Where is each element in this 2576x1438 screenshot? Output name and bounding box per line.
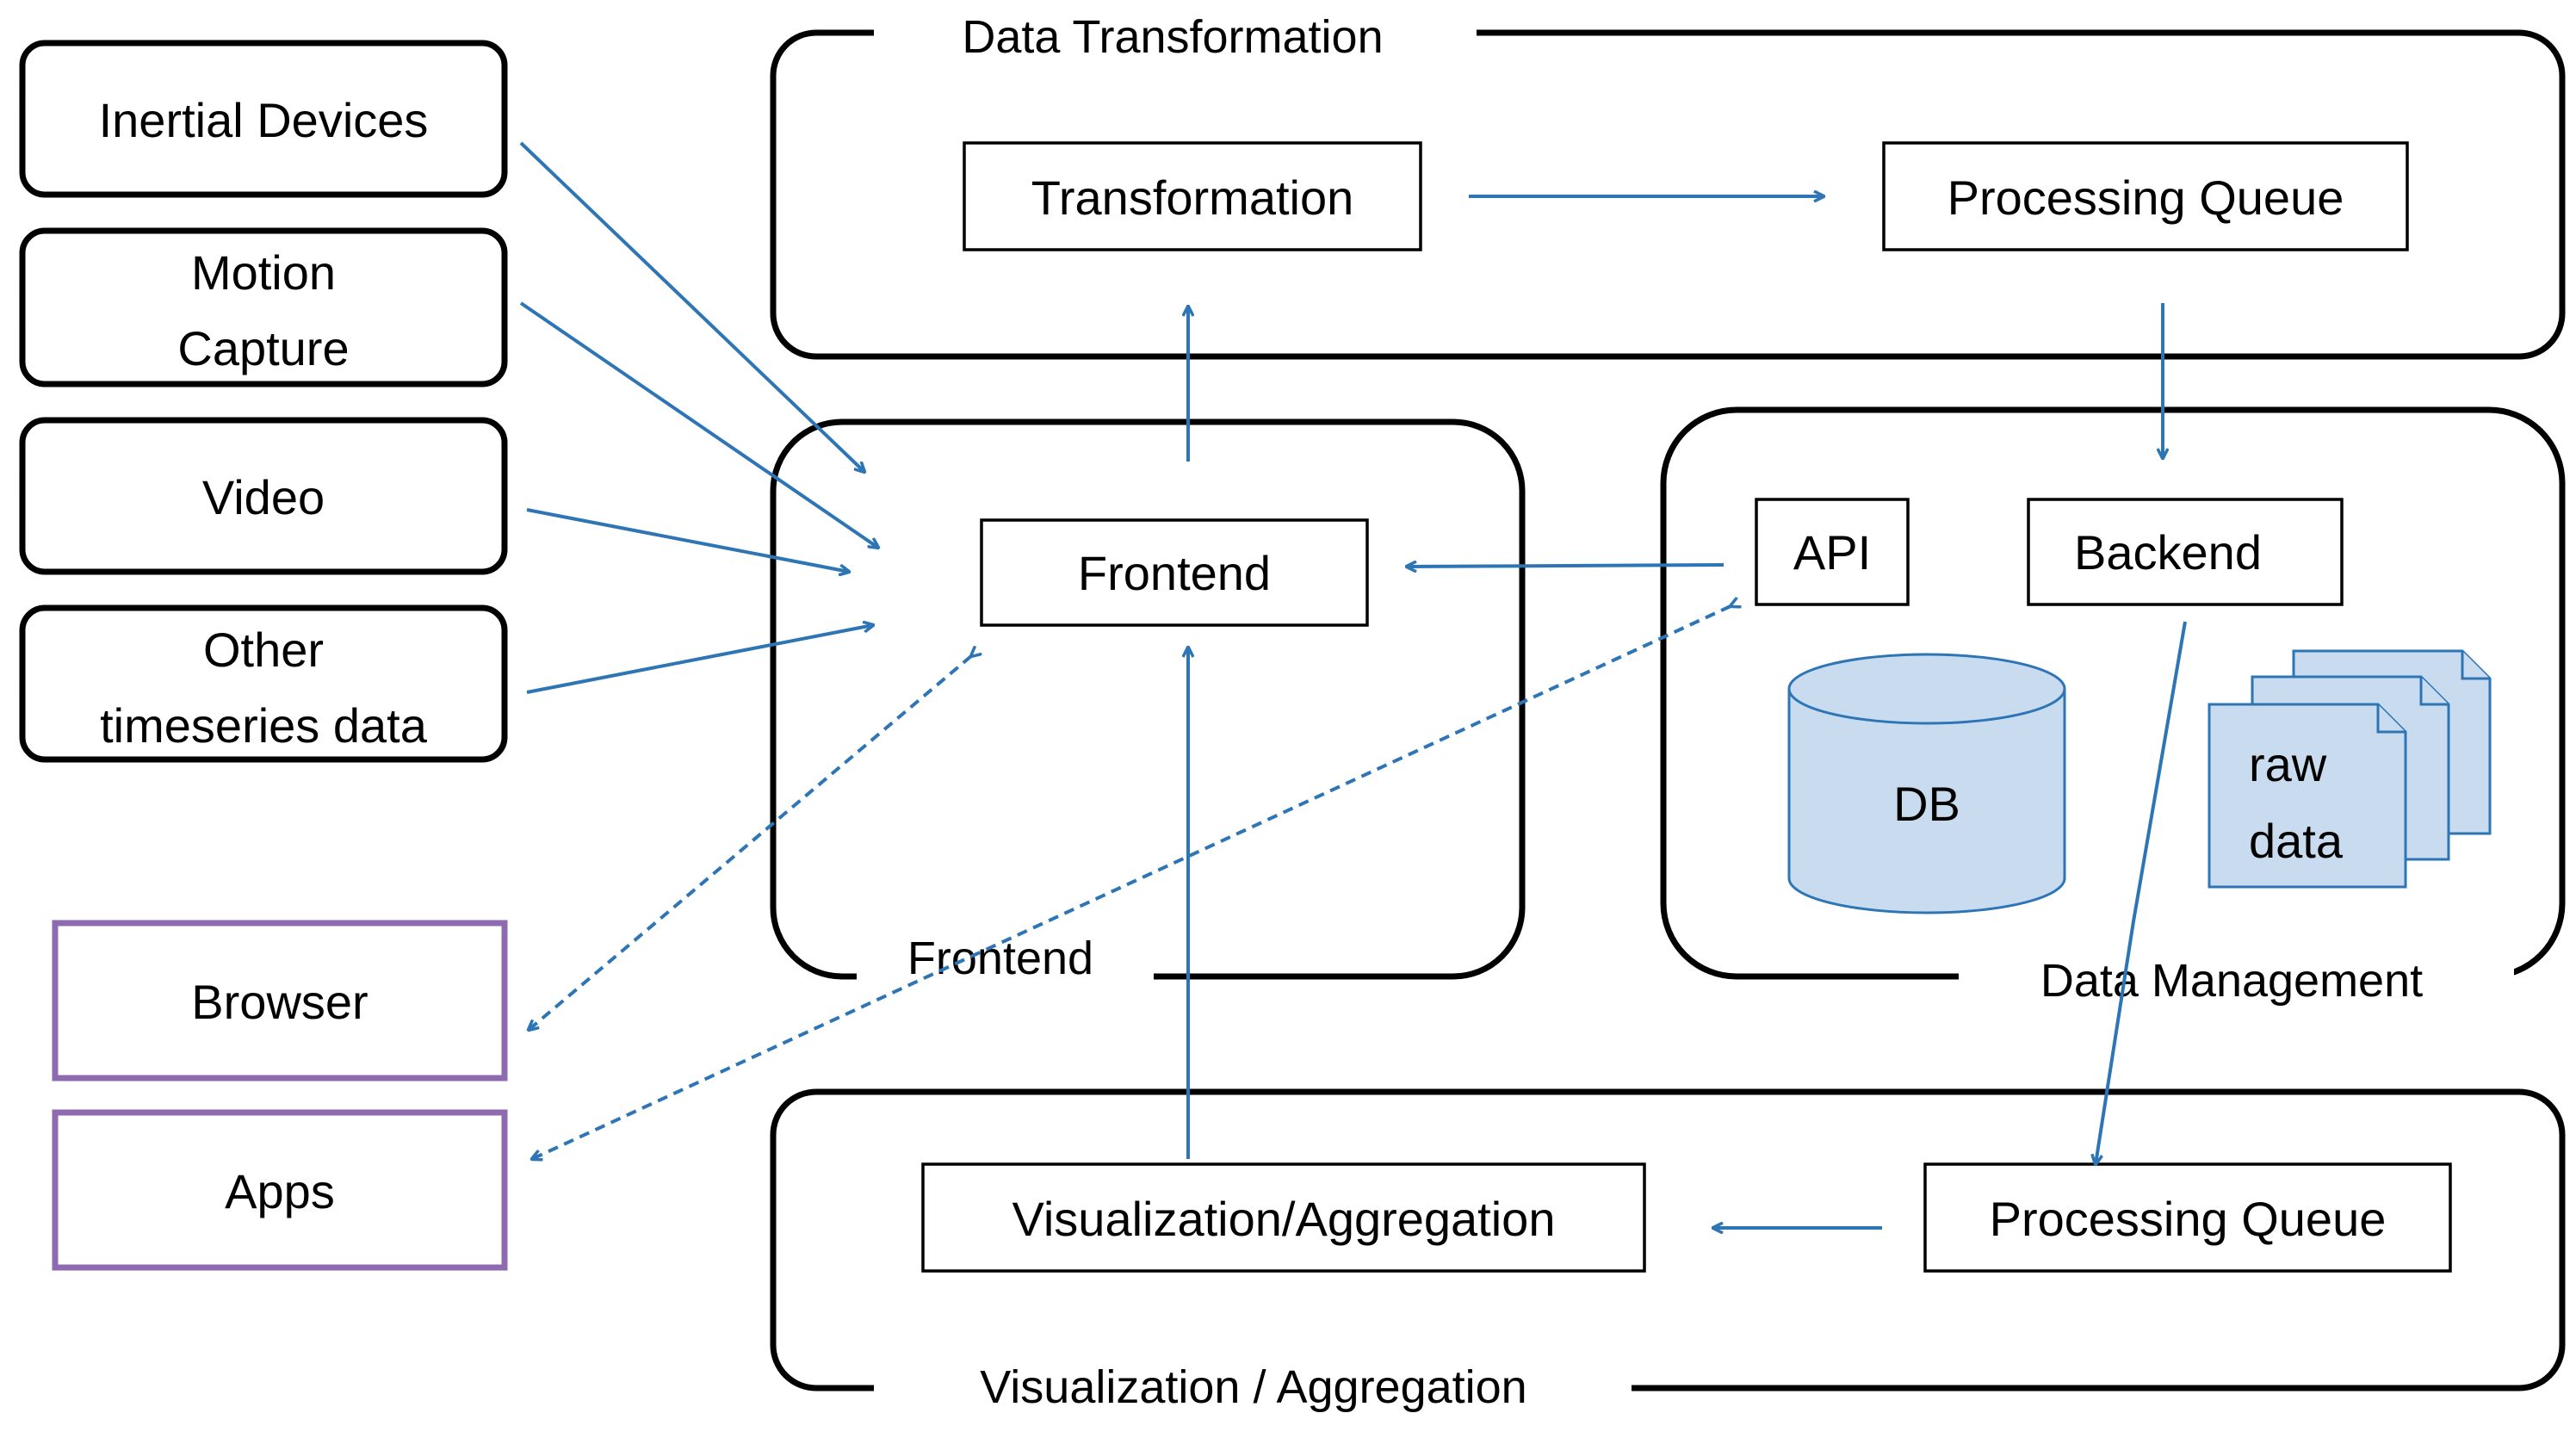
group-label-visualization-aggregation: Visualization / Aggregation [980,1361,1526,1413]
raw-data-label-line2: data [2249,814,2344,868]
processing-queue-bottom-label: Processing Queue [1990,1192,2387,1246]
source-inertial-devices: Inertial Devices [19,40,508,198]
processing-queue-top-label: Processing Queue [1947,170,2344,225]
client-browser-label: Browser [191,975,368,1029]
arrow-motion-capture-to-frontend [519,301,878,548]
source-video-label: Video [202,470,325,524]
processing-queue-top-node: Processing Queue [1882,141,2409,251]
source-inertial-devices-label: Inertial Devices [99,93,429,147]
visualization-aggregation-label: Visualization/Aggregation [1012,1192,1556,1246]
group-label-data-management: Data Management [2040,955,2423,1007]
frontend-node: Frontend [980,518,1369,627]
source-other-timeseries-label-line2: timeseries data [100,698,428,753]
frontend-label: Frontend [1078,546,1271,600]
api-label: API [1793,525,1871,580]
arrow-api-to-frontend [1407,565,1725,567]
source-other-timeseries-label-line1: Other [203,623,324,677]
source-video: Video [19,417,508,575]
source-motion-capture-label-line2: Capture [177,321,349,375]
arrow-backend-to-processing-queue-bottom [2096,621,2187,1164]
group-label-frontend: Frontend [907,933,1093,984]
arrow-inertial-to-frontend [519,141,864,472]
arrow-api-apps-bidirectional [532,606,1731,1159]
backend-label: Backend [2074,525,2262,580]
visualization-aggregation-node: Visualization/Aggregation [921,1162,1646,1273]
db-label: DB [1893,777,1960,831]
processing-queue-bottom-node: Processing Queue [1923,1162,2452,1273]
group-frontend: Frontend [770,418,1526,995]
db-cylinder: DB [1787,653,2066,914]
source-motion-capture: Motion Capture [19,227,508,387]
arrow-video-to-frontend [526,508,849,572]
backend-node: Backend [2027,498,2344,606]
raw-data-label-line1: raw [2249,737,2327,791]
group-label-data-transformation: Data Transformation [962,11,1383,63]
transformation-label: Transformation [1031,170,1354,225]
client-apps-label: Apps [225,1164,335,1218]
source-other-timeseries: Other timeseries data [19,604,508,763]
transformation-node: Transformation [963,141,1422,251]
source-motion-capture-label-line1: Motion [191,245,336,300]
client-browser: Browser [52,920,508,1082]
raw-data-documents: raw data [2208,649,2492,889]
api-node: API [1755,498,1910,606]
client-apps: Apps [52,1109,508,1271]
